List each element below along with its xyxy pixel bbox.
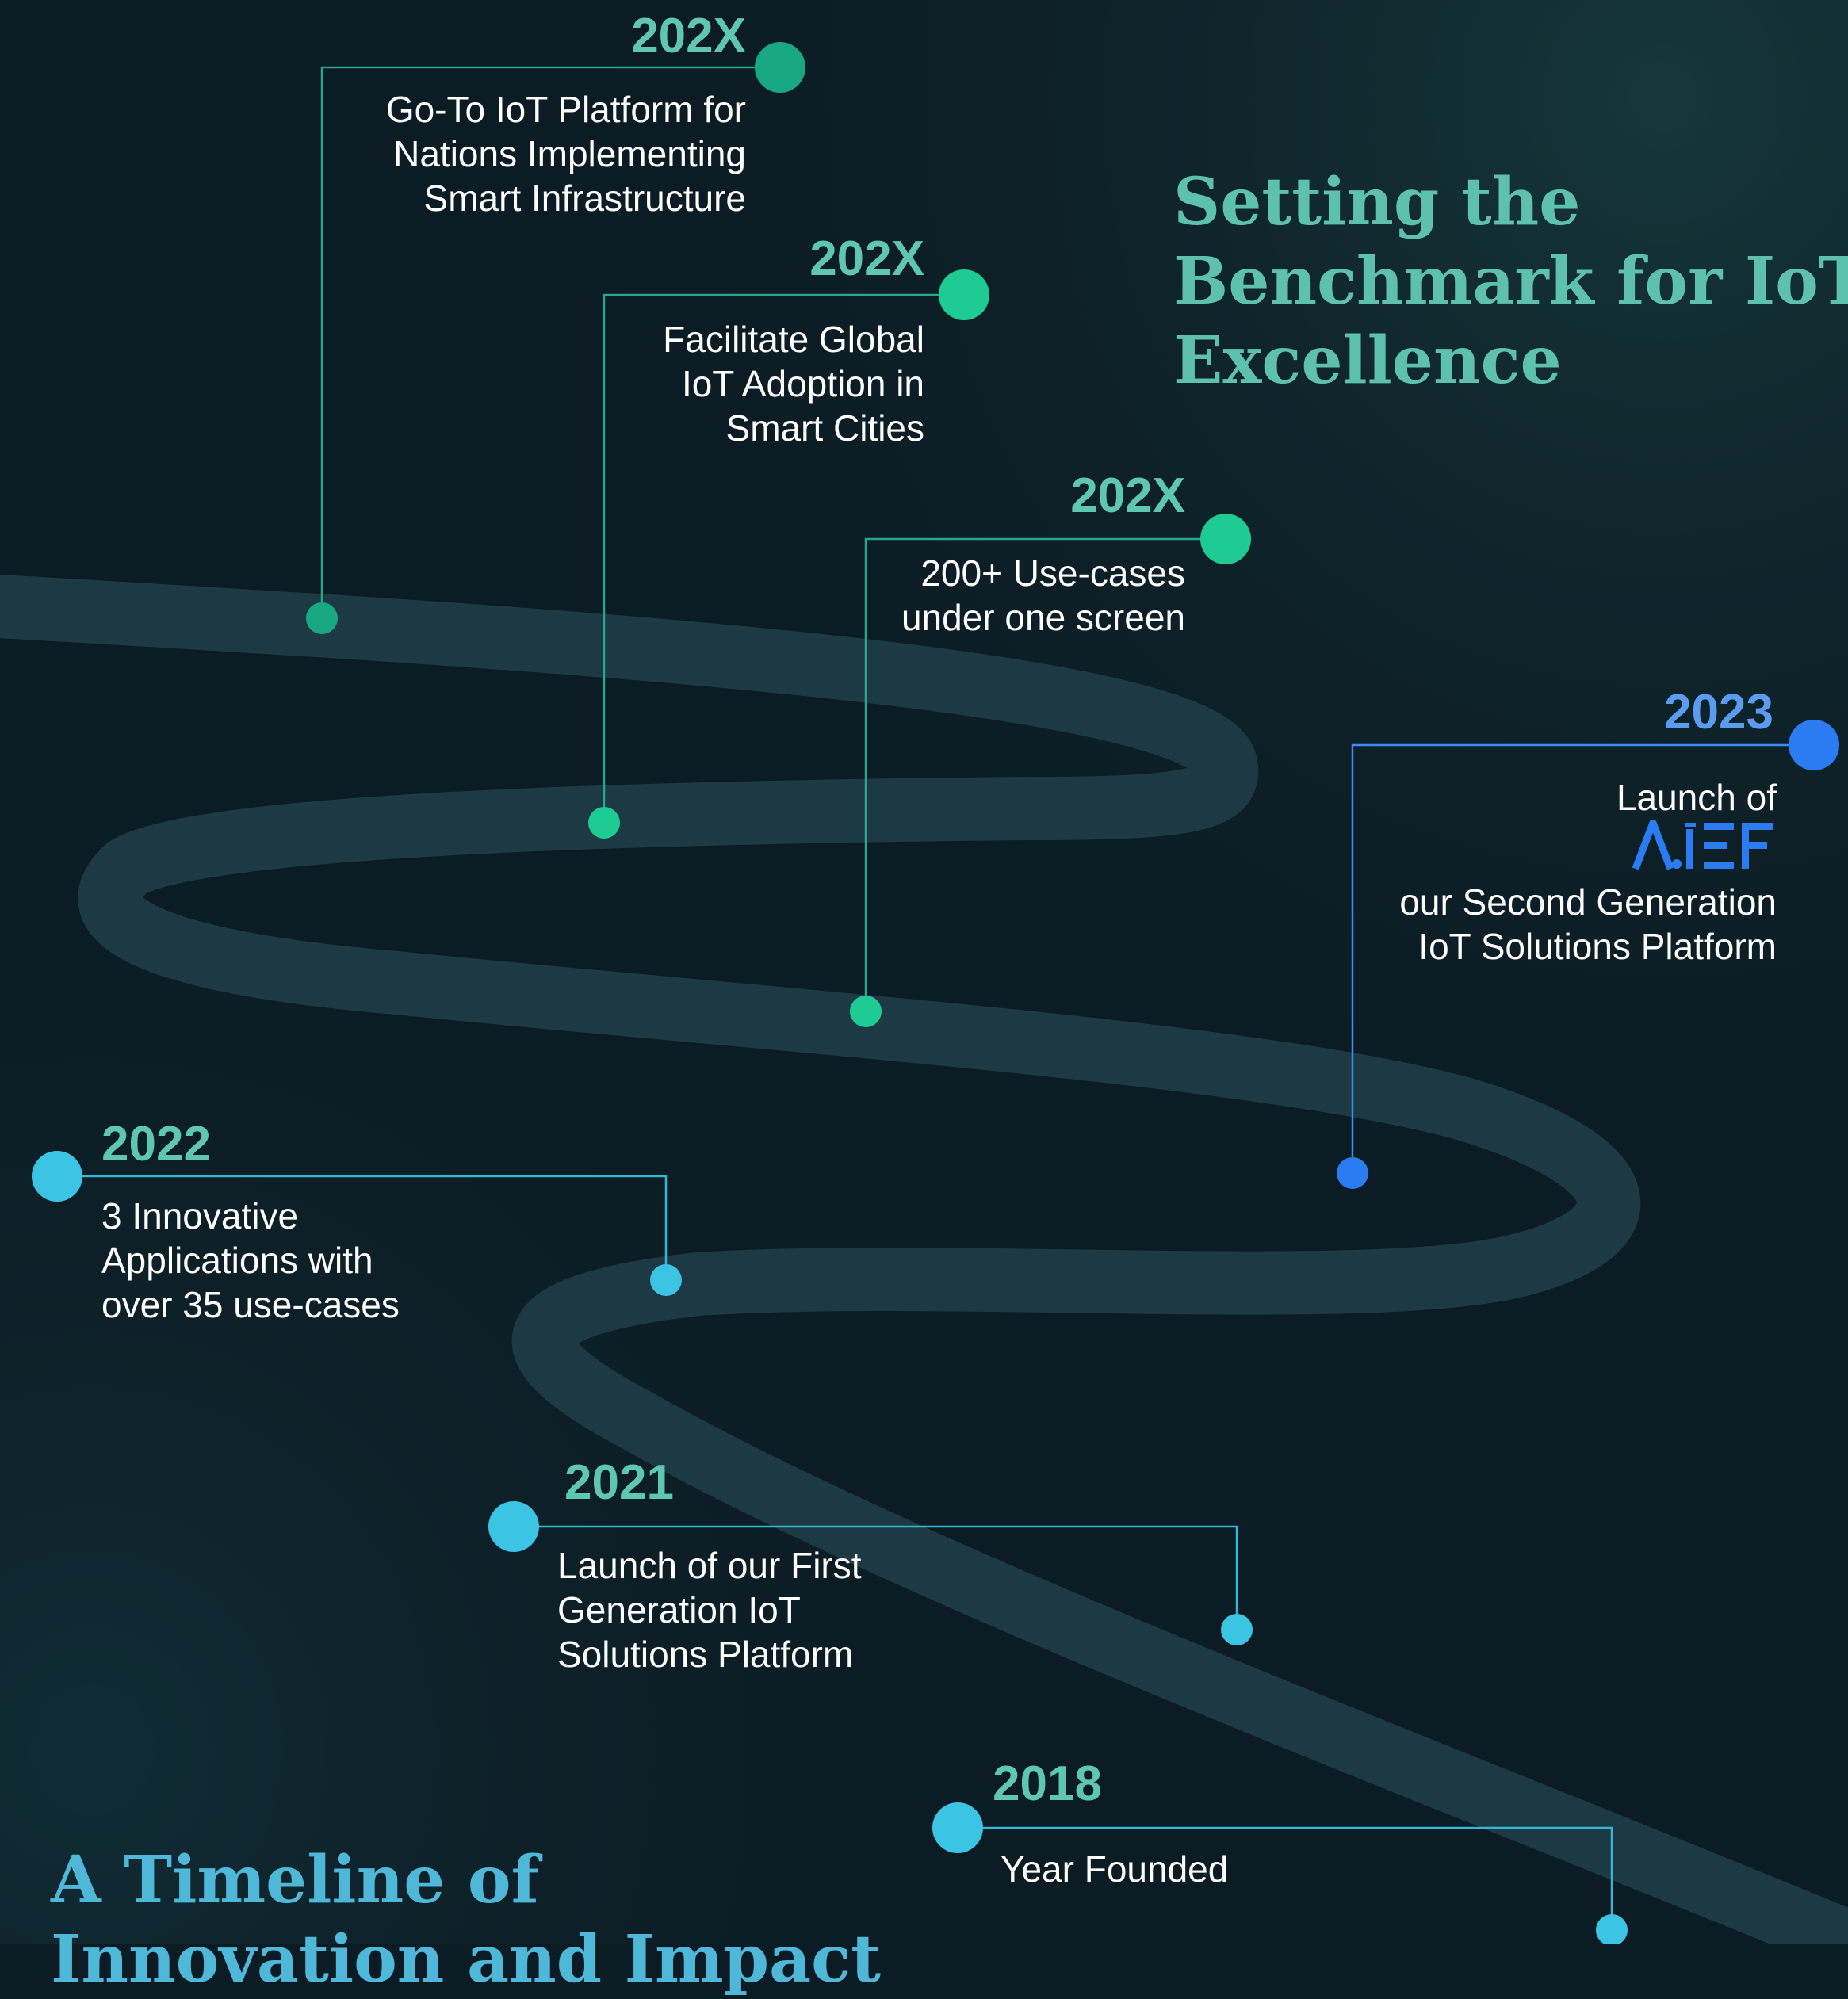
milestone-line: Facilitate Global: [663, 319, 924, 360]
milestone-desc-202x-c: 200+ Use-cases under one screen: [901, 551, 1185, 640]
road-dot-2023: [1337, 1157, 1368, 1189]
milestone-line: Generation IoT: [557, 1589, 801, 1630]
year-dot-2021: [488, 1501, 539, 1552]
road-path: [0, 575, 1848, 1944]
timeline-heading-line-1: A Timeline of: [51, 1842, 539, 1918]
main-heading-line-2: Benchmark for IoT: [1173, 243, 1848, 319]
milestone-line: Solutions Platform: [557, 1634, 854, 1675]
milestone-line: over 35 use-cases: [101, 1284, 400, 1325]
milestone-desc-2021: Launch of our First Generation IoT Solut…: [557, 1543, 862, 1676]
milestone-year-2023: 2023: [1664, 685, 1773, 740]
milestone-line: Applications with: [101, 1240, 373, 1281]
connector-2021: [514, 1525, 1238, 1630]
milestone-line: Nations Implementing: [393, 133, 746, 174]
connector-202x-a: [320, 66, 780, 618]
milestone-launch-line: Launch of: [1399, 775, 1777, 880]
milestone-launch-prefix: Launch of: [1616, 777, 1777, 818]
connector-2018: [958, 1826, 1613, 1930]
milestone-year-2018: 2018: [993, 1756, 1102, 1811]
connector-2023: [1351, 743, 1814, 1173]
road-dot-202x-b: [588, 807, 620, 839]
milestone-desc-2023: Launch of our Second Generation IoT Solu…: [1399, 775, 1777, 969]
milestone-line: Smart Cities: [725, 407, 924, 449]
connector-202x-b: [603, 293, 964, 823]
milestone-line: IoT Adoption in: [681, 363, 924, 404]
year-dot-2023: [1789, 720, 1839, 770]
road-dot-202x-a: [306, 602, 338, 634]
year-dot-202x-b: [939, 269, 989, 320]
main-heading: Setting the Benchmark for IoT Excellence: [1173, 162, 1848, 400]
milestone-line: Go-To IoT Platform for: [385, 89, 746, 130]
year-dot-2022: [32, 1151, 82, 1202]
milestone-line: our Second Generation: [1399, 881, 1777, 923]
aief-logo-mark: [1632, 819, 1773, 870]
year-dot-202x-a: [755, 42, 805, 93]
milestone-line: IoT Solutions Platform: [1418, 926, 1777, 967]
timeline-heading-line-2: Innovation and Impact: [51, 1921, 881, 1997]
road-dot-2018: [1596, 1914, 1628, 1944]
main-heading-line-3: Excellence: [1173, 323, 1562, 399]
year-dot-202x-c: [1200, 514, 1251, 564]
road-dot-2022: [650, 1264, 682, 1296]
milestone-desc-2018: Year Founded: [1001, 1847, 1228, 1891]
connector-2022: [57, 1175, 668, 1280]
year-dot-2018: [932, 1802, 983, 1853]
milestone-desc-202x-a: Go-To IoT Platform for Nations Implement…: [386, 87, 746, 220]
milestone-year-202x-a: 202X: [631, 9, 746, 63]
road-dot-2021: [1221, 1614, 1253, 1645]
main-heading-line-1: Setting the: [1173, 164, 1581, 240]
milestone-year-202x-b: 202X: [809, 231, 924, 286]
milestone-desc-202x-b: Facilitate Global IoT Adoption in Smart …: [663, 317, 924, 450]
aief-logo: [1410, 819, 1777, 880]
milestone-line: Smart Infrastructure: [423, 178, 746, 219]
timeline-heading: A Timeline of Innovation and Impact: [51, 1840, 881, 1999]
road-dot-202x-c: [850, 996, 882, 1027]
milestone-line: under one screen: [901, 597, 1185, 638]
milestone-year-2021: 2021: [564, 1455, 674, 1510]
milestone-line: Launch of our First: [557, 1545, 862, 1586]
milestone-line: 3 Innovative: [101, 1195, 299, 1236]
milestone-line: Year Founded: [1001, 1848, 1229, 1890]
timeline-road-graphic: [0, 0, 1848, 1944]
milestone-year-202x-c: 202X: [1070, 468, 1185, 523]
milestone-desc-2022: 3 Innovative Applications with over 35 u…: [101, 1194, 400, 1327]
milestone-line: 200+ Use-cases: [920, 552, 1185, 594]
connector-202x-c: [864, 537, 1226, 1011]
milestone-year-2022: 2022: [101, 1117, 211, 1171]
